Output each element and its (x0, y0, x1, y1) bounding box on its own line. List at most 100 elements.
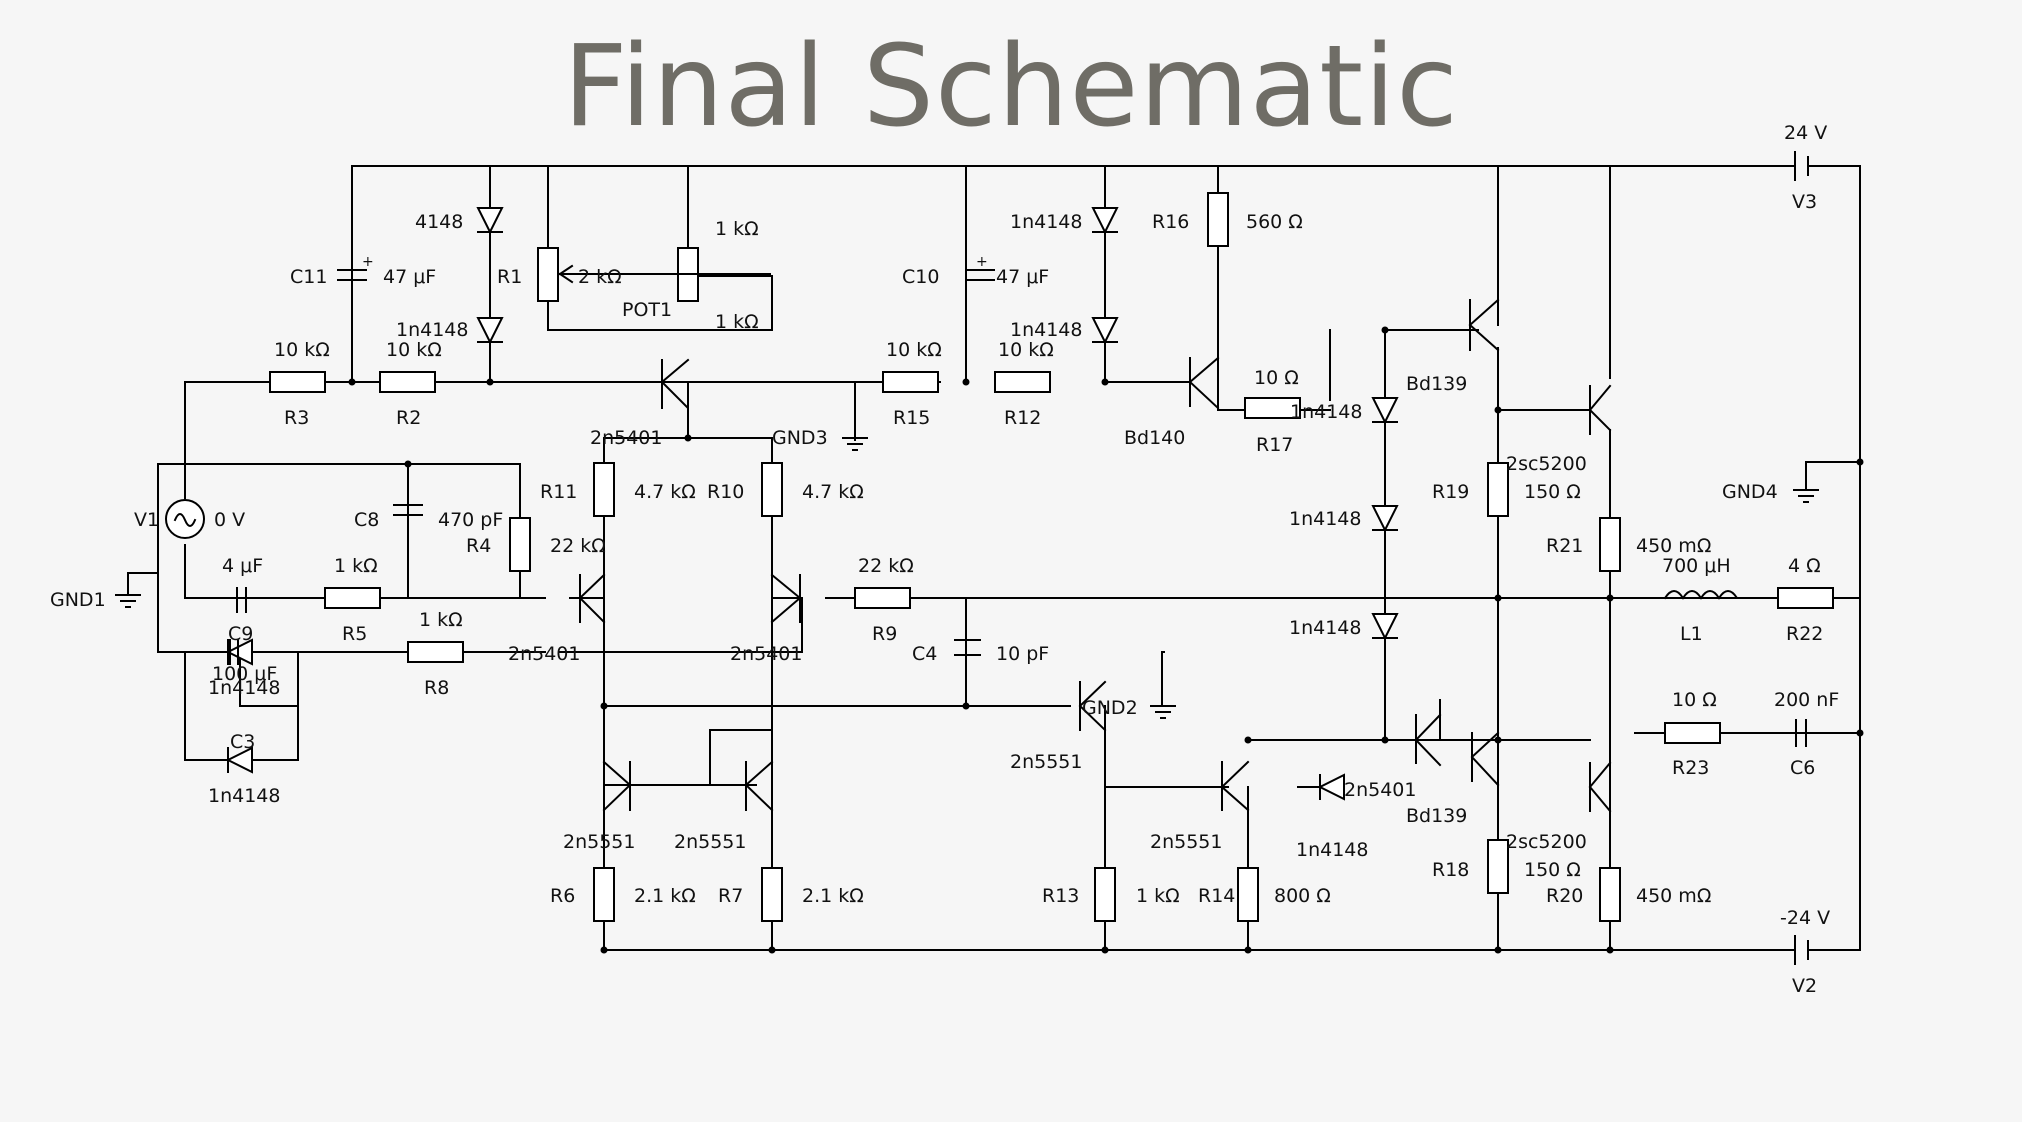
label: R11 (540, 481, 577, 503)
label: 24 V (1784, 122, 1827, 144)
label: 100 μF (212, 663, 277, 685)
label: 2n5551 (1010, 751, 1082, 773)
label: 200 nF (1774, 689, 1839, 711)
diodes (225, 207, 1399, 801)
label: 2n5551 (1150, 831, 1222, 853)
label: R16 (1152, 211, 1189, 233)
label: C8 (354, 509, 379, 531)
label: 150 Ω (1524, 859, 1581, 881)
label: GND1 (50, 589, 106, 611)
resistors (269, 192, 1834, 922)
label: 22 kΩ (550, 535, 606, 557)
label: 1 kΩ (715, 218, 759, 240)
pot-arrow (558, 264, 771, 284)
label: R8 (424, 677, 449, 699)
label: 2n5401 (590, 427, 662, 449)
label: C9 (228, 623, 253, 645)
label: Bd139 (1406, 373, 1467, 395)
label: R1 (497, 266, 522, 288)
transistors (578, 298, 1612, 813)
label: -24 V (1780, 907, 1830, 929)
label: R6 (550, 885, 575, 907)
label: 1n4148 (1290, 401, 1362, 423)
label: 0 V (214, 509, 245, 531)
label: 10 kΩ (886, 339, 942, 361)
label: 10 Ω (1672, 689, 1717, 711)
label: V1 (134, 509, 159, 531)
label: 2n5551 (563, 831, 635, 853)
label: 2.1 kΩ (634, 885, 696, 907)
label: R17 (1256, 434, 1293, 456)
label: 10 kΩ (386, 339, 442, 361)
label: 560 Ω (1246, 211, 1303, 233)
label: 22 kΩ (858, 555, 914, 577)
label: V3 (1792, 191, 1817, 213)
capacitors: ++ (229, 151, 1809, 965)
label: R22 (1786, 623, 1823, 645)
label: 1n4148 (1289, 617, 1361, 639)
label: C11 (290, 266, 327, 288)
ac-source (165, 499, 205, 539)
label: 4 μF (222, 555, 263, 577)
label: 4.7 kΩ (634, 481, 696, 503)
label: R21 (1546, 535, 1583, 557)
label: 2n5551 (674, 831, 746, 853)
label: Bd139 (1406, 805, 1467, 827)
label: R19 (1432, 481, 1469, 503)
label: GND4 (1722, 481, 1778, 503)
label: C4 (912, 643, 937, 665)
label: R20 (1546, 885, 1583, 907)
label: C10 (902, 266, 939, 288)
label: R7 (718, 885, 743, 907)
label: R5 (342, 623, 367, 645)
label: 10 pF (996, 643, 1049, 665)
label: 10 kΩ (998, 339, 1054, 361)
label: R18 (1432, 859, 1469, 881)
label: POT1 (622, 299, 672, 321)
diagram-title: Final Schematic (563, 22, 1459, 152)
label: R13 (1042, 885, 1079, 907)
label: C3 (230, 731, 255, 753)
label: R23 (1672, 757, 1709, 779)
grounds (115, 381, 1819, 719)
component-labels: 24 V V3 4148 1 kΩ C11 47 μF R1 2 kΩ POT1… (50, 122, 1839, 997)
label: 2sc5200 (1506, 831, 1587, 853)
label: 10 kΩ (274, 339, 330, 361)
label: 1n4148 (1289, 508, 1361, 530)
label: 450 mΩ (1636, 535, 1711, 557)
label: 1 kΩ (1136, 885, 1180, 907)
label: 2n5401 (730, 643, 802, 665)
label: 1 kΩ (715, 311, 759, 333)
label: 1 kΩ (419, 609, 463, 631)
label: 47 μF (383, 266, 436, 288)
label: 2 kΩ (578, 266, 622, 288)
label: 4148 (415, 211, 463, 233)
label: 47 μF (996, 266, 1049, 288)
label: 10 Ω (1254, 367, 1299, 389)
label: V2 (1792, 975, 1817, 997)
label: 2n5401 (1344, 779, 1416, 801)
label: GND3 (772, 427, 828, 449)
label: 470 pF (438, 509, 503, 531)
label: R10 (707, 481, 744, 503)
label: R15 (893, 407, 930, 429)
junctions (236, 326, 1864, 954)
label: R4 (466, 535, 491, 557)
label: 1n4148 (208, 677, 280, 699)
label: C6 (1790, 757, 1815, 779)
label: R12 (1004, 407, 1041, 429)
label: 2.1 kΩ (802, 885, 864, 907)
inductor (1663, 590, 1751, 600)
label: 1n4148 (208, 785, 280, 807)
label: Bd140 (1124, 427, 1185, 449)
label: 800 Ω (1274, 885, 1331, 907)
label: GND2 (1082, 697, 1138, 719)
label: 1n4148 (1296, 839, 1368, 861)
label: 1n4148 (1010, 211, 1082, 233)
label: R14 (1198, 885, 1235, 907)
label: 450 mΩ (1636, 885, 1711, 907)
label: 1 kΩ (334, 555, 378, 577)
label: 4 Ω (1788, 555, 1821, 577)
label: 1n4148 (1010, 319, 1082, 341)
